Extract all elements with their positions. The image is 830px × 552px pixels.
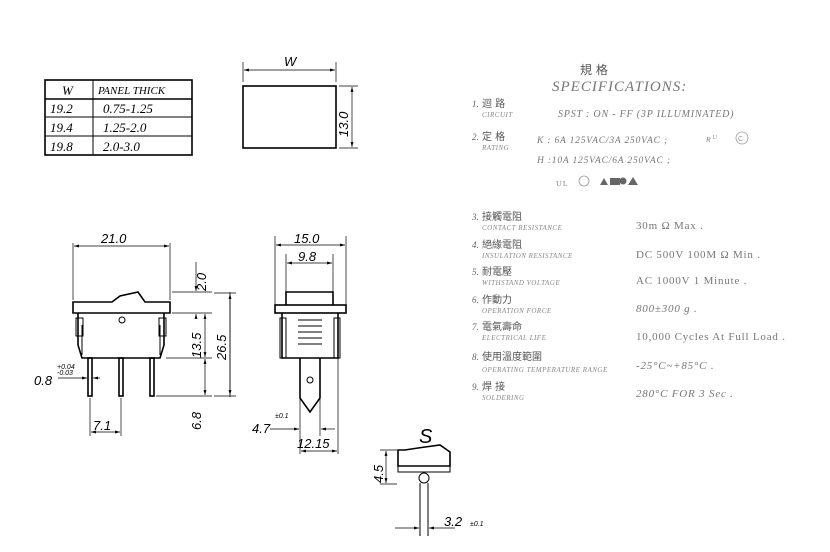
spec-label-en: SOLDERING (482, 394, 525, 402)
spec-number: 4. (472, 240, 479, 250)
pin-tolerance-minus: -0.03 (57, 370, 73, 377)
spec-number: 5. (472, 267, 479, 277)
table-header-w: W (62, 83, 74, 98)
spec-label-en: OPERATING TEMPERATURE RANGE (482, 366, 608, 374)
s-view-width-label: 3.2 (444, 514, 463, 529)
spec-label-en: CONTACT RESISTANCE (482, 224, 563, 232)
cutout-width-label: W (284, 54, 298, 69)
spec-number: 6. (472, 295, 479, 305)
spec-value: DC 500V 100M Ω Min . (636, 249, 761, 261)
front-view: 21.0 2.0 13.5 26.5 6.8 0.8 +0.0 (34, 231, 236, 436)
spec-value: -25°C~+85°C . (636, 360, 714, 372)
spec-value: H :10A 125VAC/6A 250VAC ; (536, 156, 671, 166)
spec-label-cn: 電氣壽命 (482, 320, 522, 333)
switch-housing (77, 313, 165, 359)
terminal-pin (87, 357, 93, 397)
spec-label-cn: 絕緣電阻 (482, 238, 522, 251)
spec-value: SPST : ON - FF (3P ILLUMINATED) (558, 109, 734, 120)
terminal-offset-label: 12.15 (297, 436, 330, 451)
table-header-thick: PANEL THICK (97, 85, 166, 97)
spec-number: 9. (472, 382, 479, 392)
spec-label-cn: 迴 路 (482, 97, 505, 110)
ce-icon (610, 177, 627, 185)
side-inner-width-label: 9.8 (298, 249, 317, 264)
ul-icon: ʀᵁ (706, 133, 718, 145)
cutout-height-label: 13.0 (336, 111, 351, 137)
terminal-pin (118, 357, 124, 397)
table-cell: 2.0-3.0 (103, 139, 140, 154)
spec-value: AC 1000V 1 Minute . (636, 275, 747, 287)
spec-label-en: INSULATION RESISTANCE (481, 252, 573, 260)
side-terminal (299, 358, 321, 414)
panel-thickness-table: W PANEL THICK 19.2 0.75-1.25 19.4 1.25-2… (44, 79, 193, 156)
table-cell: 19.2 (50, 101, 73, 116)
front-total-height-label: 26.5 (214, 334, 229, 361)
front-pin-length-label: 6.8 (189, 411, 204, 430)
side-view: 15.0 9.8 4.7 ±0.1 12.15 (252, 231, 347, 454)
spec-number: 1. (472, 99, 479, 109)
s-view-label: S (419, 426, 433, 448)
spec-value: 800±300 g . (636, 303, 698, 315)
svg-text:ᴜʟ: ᴜʟ (556, 177, 568, 189)
table-cell: 1.25-2.0 (103, 120, 147, 135)
spec-label-en: ELECTRICAL LIFE (481, 334, 547, 342)
spec-number: 8. (472, 352, 479, 362)
spec-label-en: OPERATION FORCE (482, 307, 552, 315)
svg-text:ʀᵁ: ʀᵁ (706, 133, 718, 145)
front-body-height-label: 13.5 (189, 332, 204, 358)
front-width-label: 21.0 (100, 231, 127, 246)
side-width-label: 15.0 (294, 231, 320, 246)
spec-value: 280°C FOR 3 Sec . (636, 388, 734, 400)
table-cell: 19.8 (50, 139, 73, 154)
spec-label-cn: 定 格 (482, 130, 505, 143)
terminal-width-label: 4.7 (252, 421, 271, 436)
spec-label-cn: 使用溫度範圍 (482, 350, 542, 363)
pin-pitch-label: 7.1 (93, 418, 111, 433)
svg-text:C: C (738, 136, 743, 143)
spec-title-cn: 規 格 (580, 62, 608, 77)
specifications-block: 規 格 SPECIFICATIONS: 1. 迴 路 CIRCUIT SPST … (471, 62, 786, 402)
s-view-rocker (397, 444, 451, 467)
spec-label-en: CIRCUIT (482, 111, 513, 119)
terminal-tolerance: ±0.1 (275, 413, 289, 420)
side-flange (274, 304, 347, 314)
s-view-width-tolerance: ±0.1 (470, 521, 484, 528)
tuv-icon (600, 178, 608, 185)
side-housing (281, 313, 339, 359)
csa-icon: C (735, 131, 749, 145)
spec-value: 30m Ω Max . (636, 220, 704, 232)
spec-value: 10,000 Cycles At Full Load . (636, 331, 786, 343)
spec-label-cn: 接觸電阻 (482, 210, 522, 223)
panel-cutout-view: W 13.0 (242, 54, 358, 149)
s-view-height-label: 4.5 (371, 464, 386, 483)
spec-label-en: RATING (481, 144, 509, 152)
ul-icon: ᴜʟ (556, 177, 568, 189)
table-cell: 0.75-1.25 (103, 101, 153, 116)
table-cell: 19.4 (50, 120, 73, 135)
vde-icon (628, 177, 638, 185)
spec-label-cn: 耐電壓 (482, 265, 512, 278)
pin-tolerance-plus: +0.04 (57, 364, 75, 371)
spec-number: 2. (472, 132, 479, 142)
pin-thickness-label: 0.8 (34, 373, 53, 388)
c-icon (578, 175, 590, 187)
spec-label-en: WITHSTAND VOLTAGE (482, 279, 560, 287)
spec-value: K : 6A 125VAC/3A 250VAC ; (536, 136, 668, 146)
terminal-pin (149, 357, 155, 397)
spec-title-en: SPECIFICATIONS: (552, 79, 687, 95)
front-top-height-label: 2.0 (194, 272, 209, 292)
spec-number: 3. (471, 212, 479, 222)
rocker-actuator (72, 291, 171, 314)
spec-label-cn: 焊 接 (482, 380, 505, 393)
cutout-rectangle (242, 85, 337, 149)
spec-label-cn: 作動力 (482, 293, 512, 306)
spec-number: 7. (472, 322, 479, 332)
s-detail-view: S 4.5 3.2 ±0.1 (371, 426, 484, 536)
